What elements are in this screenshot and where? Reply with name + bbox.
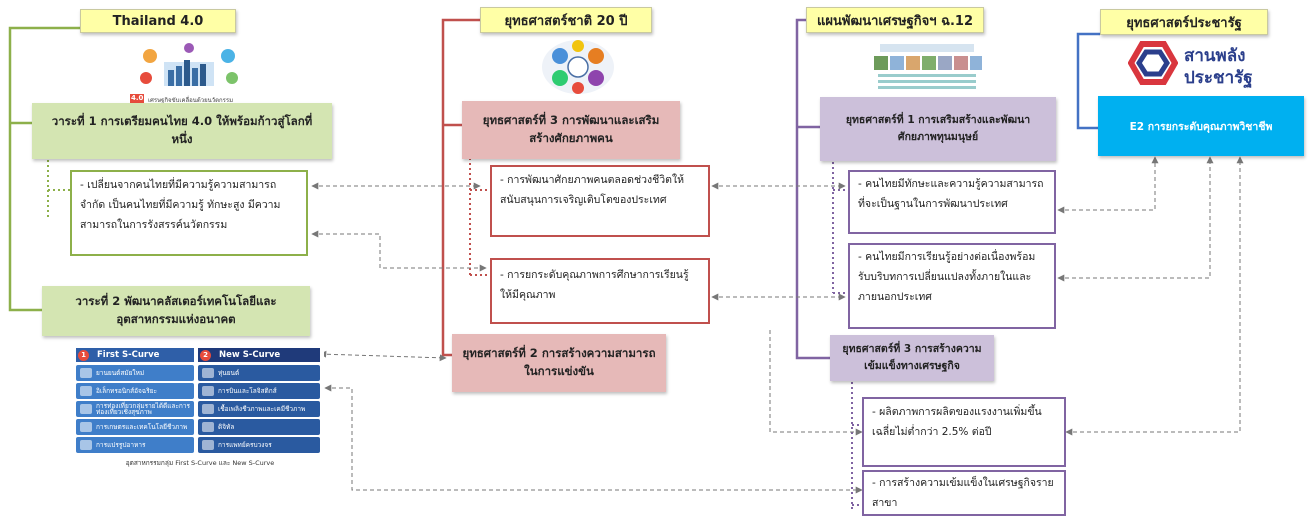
thailand-bracket bbox=[8, 26, 80, 312]
agriculture-icon bbox=[80, 422, 92, 432]
logo-text-line1: สานพลัง bbox=[1184, 46, 1246, 66]
new-s-curve-header: 2 New S-Curve bbox=[198, 348, 320, 362]
arrow-e2-2 bbox=[1057, 156, 1214, 282]
plan-s3-text-1: - ผลิตภาพการผลิตของแรงงานเพิ่มขึ้นเฉลี่ย… bbox=[862, 397, 1066, 467]
wifi-icon bbox=[202, 422, 214, 432]
new-s-curve-item: เชื้อเพลิงชีวภาพและเคมีชีวภาพ bbox=[198, 401, 320, 417]
header-national-strategy: ยุทธศาสตร์ชาติ 20 ปี bbox=[480, 7, 652, 33]
national-s3-text-1: - การพัฒนาศักยภาพคนตลอดช่วงชีวิตให้สนับส… bbox=[490, 165, 710, 237]
new-s-curve-item: การบินและโลจิสติกส์ bbox=[198, 383, 320, 399]
travel-icon bbox=[80, 404, 92, 414]
pracharat-logo: สานพลัง ประชารัฐ bbox=[1128, 40, 1268, 88]
new-s-curve-item: ดิจิทัล bbox=[198, 419, 320, 435]
plan-bracket bbox=[795, 18, 830, 360]
plan-s3-text-2: - การสร้างความเข้มแข็งในเศรษฐกิจรายสาขา bbox=[862, 470, 1066, 516]
header-thailand-4: Thailand 4.0 bbox=[80, 9, 236, 33]
development-plan-image bbox=[868, 40, 986, 95]
first-s-curve-item: การท่องเที่ยวกลุ่มรายได้ดีและการท่องเที่… bbox=[76, 401, 194, 417]
agenda-1-text-box: - เปลี่ยนจากคนไทยที่มีความรู้ความสามารถจ… bbox=[70, 170, 308, 256]
new-s-curve-item: การแพทย์ครบวงจร bbox=[198, 437, 320, 453]
first-s-curve-header: 1 First S-Curve bbox=[76, 348, 194, 362]
e2-box: E2 การยกระดับคุณภาพวิชาชีพ bbox=[1098, 96, 1304, 156]
car-icon bbox=[80, 368, 92, 378]
national-dots bbox=[469, 158, 490, 276]
arrow-scurve-p3t2 bbox=[324, 384, 863, 494]
first-s-curve-item: การเกษตรและเทคโนโลยีชีวภาพ bbox=[76, 419, 194, 435]
food-icon bbox=[80, 440, 92, 450]
agenda1-dots bbox=[47, 160, 70, 218]
s-curve-image: 1 First S-Curve 2 New S-Curve ยานยนต์สมั… bbox=[74, 345, 324, 457]
plan-strategy-3-box: ยุทธศาสตร์ที่ 3 การสร้างความเข้มแข็งทางเ… bbox=[830, 335, 994, 381]
new-s-curve-item: หุ่นยนต์ bbox=[198, 365, 320, 381]
plan-s1-text-2: - คนไทยมีการเรียนรู้อย่างต่อเนื่องพร้อมร… bbox=[848, 243, 1056, 329]
state-bracket bbox=[1076, 32, 1100, 130]
new-s-curve-title: New S-Curve bbox=[219, 350, 281, 360]
national-strategy-3-box: ยุทธศาสตร์ที่ 3 การพัฒนาและเสริมสร้างศัก… bbox=[462, 101, 680, 159]
agenda-1-box: วาระที่ 1 การเตรียมคนไทย 4.0 ให้พร้อมก้า… bbox=[32, 103, 332, 159]
agenda-2-box: วาระที่ 2 พัฒนาคลัสเตอร์เทคโนโลยีและอุตส… bbox=[42, 286, 310, 336]
header-pracharat: ยุทธศาสตร์ประชารัฐ bbox=[1100, 9, 1268, 35]
header-development-plan: แผนพัฒนาเศรษฐกิจฯ ฉ.12 bbox=[806, 7, 984, 33]
first-s-curve-title: First S-Curve bbox=[97, 350, 160, 360]
arrow-e2-3 bbox=[1065, 156, 1244, 436]
plan-dots2 bbox=[851, 382, 862, 512]
first-s-curve-item: การแปรรูปอาหาร bbox=[76, 437, 194, 453]
national-bracket bbox=[441, 18, 480, 357]
thailand-caption: เศรษฐกิจขับเคลื่อนด้วยนวัตกรรม bbox=[148, 97, 234, 104]
arrow-scurve-s2 bbox=[319, 350, 447, 362]
plane-icon bbox=[202, 386, 214, 396]
new-s-curve-number: 2 bbox=[200, 349, 211, 361]
first-s-curve-item: อิเล็กทรอนิกส์อัจฉริยะ bbox=[76, 383, 194, 399]
plan-strategy-1-box: ยุทธศาสตร์ที่ 1 การเสริมสร้างและพัฒนาศัก… bbox=[820, 97, 1056, 161]
national-strategy-image bbox=[540, 38, 616, 96]
thailand-4-image: 4.0 เศรษฐกิจขับเคลื่อนด้วยนวัตกรรม bbox=[128, 40, 250, 106]
first-s-curve-number: 1 bbox=[78, 349, 89, 361]
arrow-e2-1 bbox=[1057, 156, 1159, 214]
thailand-badge: 4.0 bbox=[131, 94, 144, 102]
arrow-a1-s3t2 bbox=[311, 230, 487, 272]
first-s-curve-item: ยานยนต์สมัยใหม่ bbox=[76, 365, 194, 381]
national-s3-text-2: - การยกระดับคุณภาพการศึกษาการเรียนรู้ให้… bbox=[490, 258, 710, 324]
biofuel-icon bbox=[202, 404, 214, 414]
robot-icon bbox=[202, 368, 214, 378]
s-curve-caption: อุตสาหกรรมกลุ่ม First S-Curve และ New S-… bbox=[125, 459, 275, 467]
logo-text-line2: ประชารัฐ bbox=[1184, 68, 1253, 88]
chip-icon bbox=[80, 386, 92, 396]
plan-dots1 bbox=[832, 162, 848, 294]
plan-s1-text-1: - คนไทยมีทักษะและความรู้ความสามารถที่จะเ… bbox=[848, 170, 1056, 234]
national-strategy-2-box: ยุทธศาสตร์ที่ 2 การสร้างความสามารถในการแ… bbox=[452, 334, 666, 392]
medical-icon bbox=[202, 440, 214, 450]
